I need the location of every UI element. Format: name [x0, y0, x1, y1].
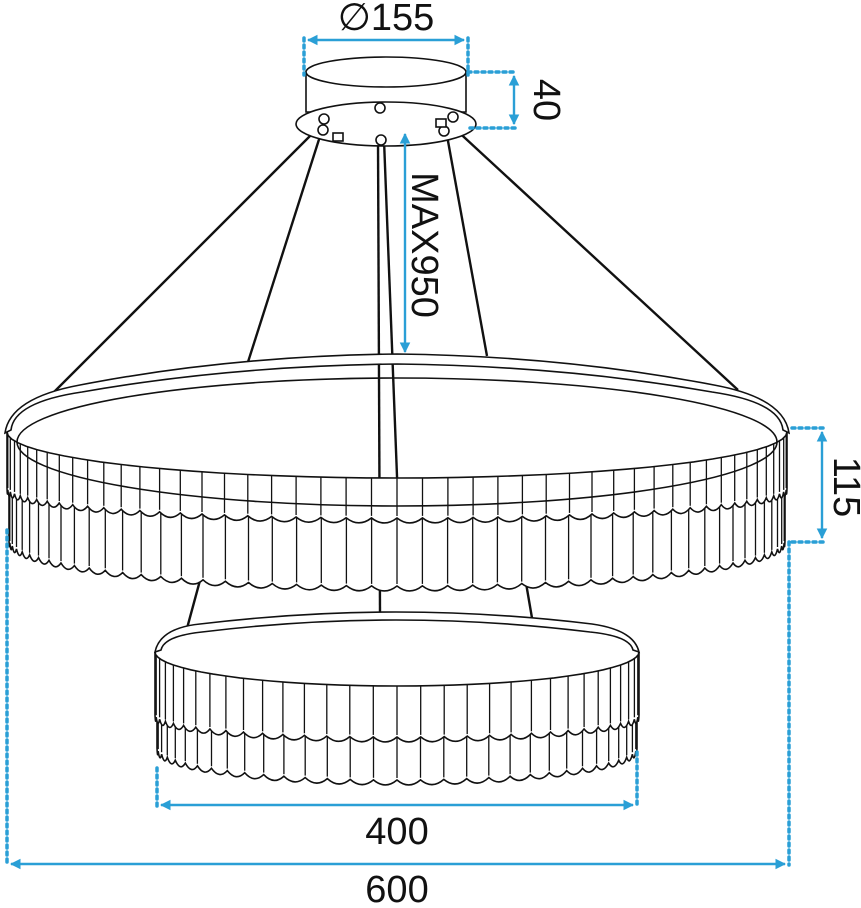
dimension-lines: [5, 34, 828, 870]
max-drop-label: MAX950: [403, 172, 445, 318]
small-ring: [153, 611, 641, 786]
suspension-cables: [49, 125, 739, 633]
ring-height-label: 115: [825, 457, 861, 518]
canopy-height-label: 40: [525, 79, 567, 121]
canopy-screws: [317, 102, 459, 146]
large-ring: [3, 353, 791, 592]
small-ring-diameter-label: 400: [365, 811, 428, 853]
large-ring-diameter-label: 600: [365, 869, 428, 908]
ceiling-canopy: [295, 56, 477, 147]
canopy-diameter-label: ∅155: [338, 0, 435, 39]
dimension-labels: ∅155 40 MAX950 115 400 600: [338, 0, 861, 908]
